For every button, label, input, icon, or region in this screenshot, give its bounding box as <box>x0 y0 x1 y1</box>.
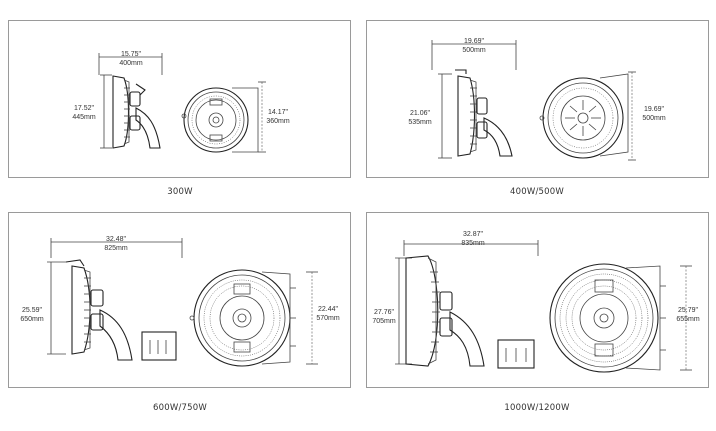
height-dim-mm: 705mm <box>372 318 396 325</box>
caption-400w-500w: 400W/500W <box>510 187 564 197</box>
panel-1000w-1200w <box>366 212 709 388</box>
width-dim-in: 32.48" <box>106 236 127 243</box>
drawing-1000w-1200w: 32.87" 835mm 27.76" 705mm <box>372 231 700 373</box>
width-dim-mm: 825mm <box>104 245 128 252</box>
width-dim-mm: 400mm <box>119 60 143 67</box>
caption-1000w-1200w: 1000W/1200W <box>504 403 570 413</box>
panel-300w <box>8 20 351 178</box>
front-dim-in: 19.69" <box>644 106 665 113</box>
width-dim-mm: 500mm <box>462 47 486 54</box>
front-dim-mm: 655mm <box>676 316 700 323</box>
front-dim-mm: 570mm <box>316 315 340 322</box>
height-dim-in: 25.59" <box>22 307 43 314</box>
width-dim-mm: 835mm <box>461 240 485 247</box>
height-dim-mm: 650mm <box>20 316 44 323</box>
height-dim-mm: 535mm <box>408 119 432 126</box>
drawing-400w-500w: 19.69" 500mm 21.06" 535mm <box>408 38 666 161</box>
height-dim-in: 27.76" <box>374 309 395 316</box>
drawing-600w-750w: 32.48" 825mm 25.59" 650mm <box>20 236 340 367</box>
width-dim-in: 15.75" <box>121 51 142 58</box>
height-dim-mm: 445mm <box>72 114 96 121</box>
height-dim-in: 21.06" <box>410 110 431 117</box>
width-dim-in: 19.69" <box>464 38 485 45</box>
front-dim-mm: 360mm <box>266 118 290 125</box>
panel-400w-500w <box>366 20 709 178</box>
panel-600w-750w <box>8 212 351 388</box>
front-dim-in: 25.79" <box>678 307 699 314</box>
width-dim-in: 32.87" <box>463 231 484 238</box>
caption-300w: 300W <box>167 187 193 197</box>
front-dim-in: 22.44" <box>318 306 339 313</box>
height-dim-in: 17.52" <box>74 105 95 112</box>
caption-600w-750w: 600W/750W <box>153 403 207 413</box>
drawing-300w: 15.75" 400mm 17.52" 445mm <box>72 51 290 153</box>
front-dim-mm: 500mm <box>642 115 666 122</box>
front-dim-in: 14.17" <box>268 109 289 116</box>
